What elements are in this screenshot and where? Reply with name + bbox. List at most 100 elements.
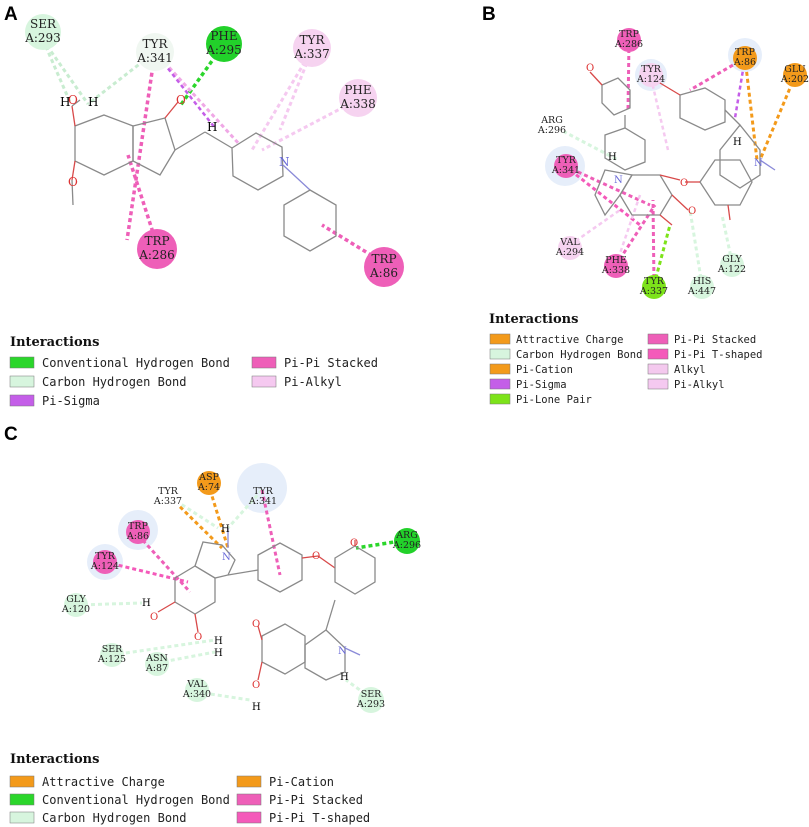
residue-trp86: TRP A:86 — [126, 520, 150, 544]
residue-disc — [206, 26, 242, 62]
legend-swatch — [489, 348, 511, 360]
panel-a-molecule: O O O H H H N — [60, 93, 337, 252]
residue-name: TRP — [128, 521, 148, 532]
residue-name: GLY — [66, 594, 86, 605]
legend-item: Pi-Pi Stacked — [269, 793, 363, 807]
residue-phe338: PHE A:338 — [601, 254, 630, 278]
interaction-line — [125, 51, 157, 241]
legend-item: Carbon Hydrogen Bond — [42, 811, 187, 825]
atom-h: H — [214, 636, 223, 647]
residue-val294: VAL A:294 — [555, 236, 584, 260]
legend-swatch — [236, 775, 262, 788]
residue-name: VAL — [559, 237, 580, 248]
residue-asn87: ASN A:87 — [145, 652, 169, 676]
residue-arg296: ARG A:296 — [537, 113, 566, 139]
legend-title: Interactions — [10, 752, 99, 767]
residue-disc — [558, 236, 582, 260]
atom-o: O — [680, 178, 688, 189]
residue-disc — [293, 29, 331, 67]
residue-id: A:338 — [601, 265, 630, 276]
legend-swatch — [9, 811, 35, 824]
aromatic-ring — [699, 159, 753, 206]
residue-tyr124: TYR A:124 — [90, 550, 119, 574]
residue-halo — [237, 463, 287, 513]
legend-item: Pi-Lone Pair — [516, 394, 592, 406]
atom-o: O — [252, 619, 260, 630]
residue-id: A:293 — [24, 31, 61, 45]
residue-tyr337: TYR A:337 — [153, 484, 182, 510]
residue-id: A:286 — [614, 39, 643, 50]
bond — [317, 555, 336, 569]
residue-name: HIS — [693, 276, 712, 287]
legend-item: Pi-Sigma — [516, 379, 567, 391]
residue-id: A:124 — [90, 561, 119, 572]
residue-gly120: GLY A:120 — [61, 593, 90, 617]
residue-name: GLY — [722, 254, 742, 265]
residue-id: A:340 — [182, 689, 211, 700]
atom-n: N — [754, 158, 763, 169]
interaction-line — [688, 209, 704, 286]
bond — [257, 625, 263, 641]
interaction-line — [178, 42, 226, 108]
interaction-line — [206, 482, 230, 549]
bond — [301, 555, 319, 559]
panel-c-molecule: O O O O O O H H H H H H N N — [142, 524, 376, 713]
interaction-line — [321, 223, 385, 265]
aromatic-ring — [601, 77, 631, 116]
residue-disc — [720, 253, 744, 277]
residue-disc — [690, 275, 714, 299]
legend-swatch — [647, 363, 669, 375]
atom-h: H — [252, 702, 261, 713]
residue-name: SER — [102, 644, 123, 655]
residue-trp286: TRP A:286 — [137, 229, 177, 269]
bond — [659, 174, 681, 181]
atom-h: H — [60, 95, 70, 109]
aromatic-ring — [257, 542, 303, 593]
residue-id: A:86 — [369, 266, 398, 280]
legend-swatch — [236, 811, 262, 824]
legend-title: Interactions — [10, 335, 99, 350]
interaction-line — [652, 224, 672, 286]
residue-disc — [639, 63, 663, 87]
panel-a-label: A — [4, 4, 18, 25]
legend-swatch — [9, 775, 35, 788]
residue-disc — [126, 520, 150, 544]
interaction-line — [564, 164, 641, 227]
residue-disc — [783, 63, 807, 87]
aromatic-ring — [174, 565, 216, 615]
residue-glu202: GLU A:202 — [780, 63, 809, 87]
legend-item: Conventional Hydrogen Bond — [42, 356, 230, 370]
atom-o: O — [688, 206, 696, 217]
legend-swatch — [251, 375, 277, 388]
residue-disc — [604, 254, 628, 278]
bond — [344, 647, 361, 656]
panel-c-residues: TYR A:337 ASP A:74 TYR A:341 ARG A:296 T… — [61, 471, 421, 713]
residue-disc — [642, 275, 666, 299]
legend-swatch — [9, 375, 35, 388]
legend-swatch — [647, 333, 669, 345]
panel-b-residues: TRP A:286 TYR A:124 TRP A:86 GLU A:202 A… — [537, 28, 809, 299]
legend-item: Pi-Pi T-shaped — [269, 811, 370, 825]
interaction-line — [260, 489, 282, 576]
atom-o: O — [252, 680, 260, 691]
residue-tyr341: TYR A:341 — [136, 33, 174, 71]
residue-disc — [554, 154, 578, 178]
legend-swatch — [489, 378, 511, 390]
residue-phe338: PHE A:338 — [339, 79, 377, 117]
interaction-line — [626, 41, 631, 111]
residue-id: A:86 — [126, 531, 149, 542]
residue-name: PHE — [344, 83, 371, 97]
legend-item: Carbon Hydrogen Bond — [516, 349, 642, 361]
interaction-line — [345, 678, 372, 700]
residue-name: ARG — [540, 115, 563, 126]
ring — [194, 541, 236, 579]
panel-b: B — [482, 4, 809, 406]
panel-c-legend: Interactions Attractive Charge Conventio… — [9, 752, 370, 825]
interaction-line — [556, 126, 619, 162]
atom-o: O — [150, 612, 158, 623]
atom-h: H — [340, 672, 349, 683]
atom-h: H — [608, 152, 617, 163]
interaction-line — [651, 199, 656, 286]
legend-item: Attractive Charge — [516, 334, 623, 346]
